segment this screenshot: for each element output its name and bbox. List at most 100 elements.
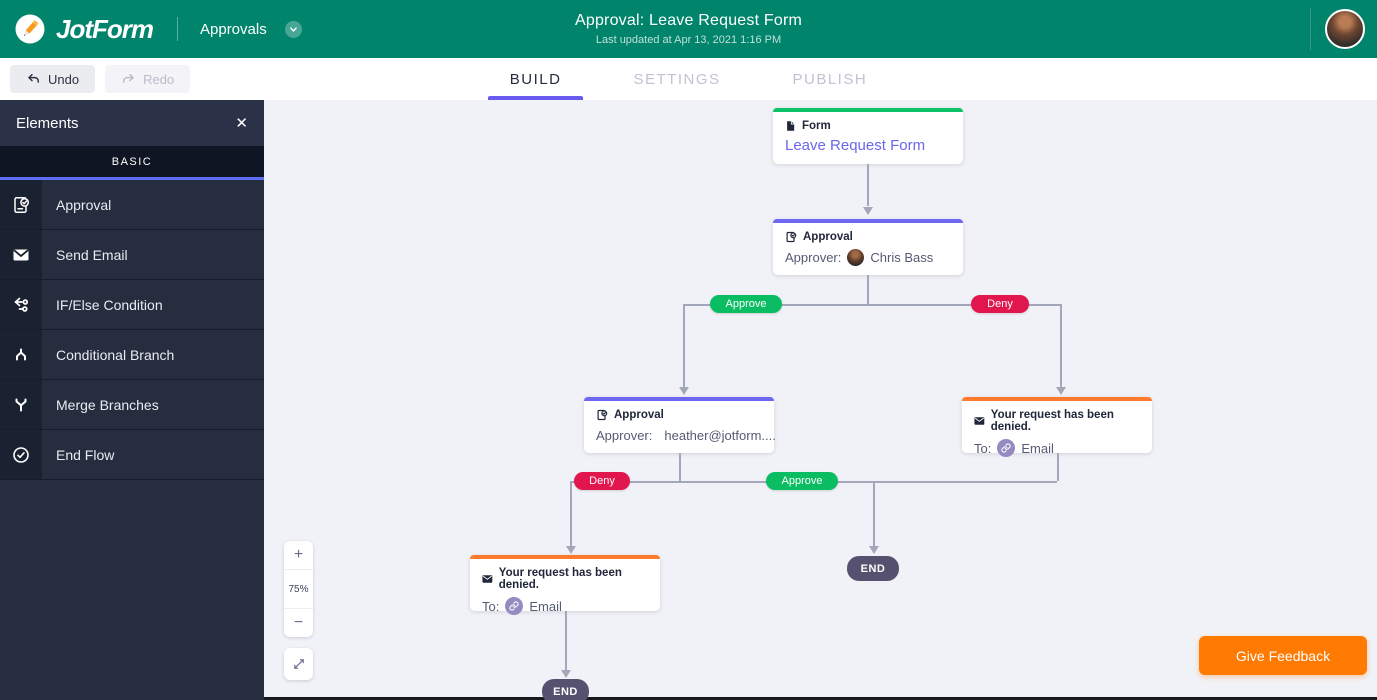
brand-name[interactable]: JotForm — [56, 13, 154, 44]
connector-line — [1060, 304, 1062, 388]
sidebar-item-approval[interactable]: Approval — [0, 180, 264, 230]
node-type-label: Approval — [803, 231, 853, 243]
fit-screen-button[interactable] — [284, 648, 313, 680]
undo-label: Undo — [48, 71, 80, 87]
to-field-label: To: — [482, 598, 500, 614]
approval-icon — [14, 196, 30, 213]
user-avatar[interactable] — [1325, 9, 1365, 49]
approval-node-2[interactable]: Approval Approver: heather@jotform.... — [584, 397, 776, 453]
flow-canvas[interactable]: Approve Deny Deny Approve Form Leave Req… — [264, 100, 1377, 700]
connector-arrow — [679, 387, 689, 395]
connector-line — [867, 164, 869, 206]
sidebar-item-label: IF/Else Condition — [56, 296, 163, 313]
branch-pill-deny[interactable]: Deny — [971, 295, 1029, 313]
form-title-link[interactable]: Leave Request Form — [785, 137, 926, 154]
close-icon[interactable]: ✕ — [235, 114, 248, 132]
end-flow-icon — [13, 446, 29, 463]
form-node[interactable]: Form Leave Request Form — [773, 108, 963, 164]
to-value: Email — [1021, 440, 1054, 456]
zoom-in-button[interactable]: + — [293, 546, 304, 563]
approver-name: heather@jotform.... — [664, 428, 776, 443]
sidebar-item-end-flow[interactable]: End Flow — [0, 430, 264, 480]
end-node[interactable]: END — [542, 679, 589, 700]
sidebar-item-label: Merge Branches — [56, 396, 159, 413]
link-icon — [505, 597, 524, 615]
jotform-logo-icon[interactable] — [14, 13, 46, 45]
email-icon — [482, 575, 493, 583]
connector-line — [565, 611, 567, 671]
sidebar-item-label: End Flow — [56, 446, 115, 463]
window-bottom-edge — [264, 697, 1377, 700]
basic-section-header: BASIC — [0, 146, 264, 180]
email-subject: Your request has been denied. — [990, 409, 1114, 433]
connector-line — [570, 481, 572, 547]
give-feedback-button[interactable]: Give Feedback — [1199, 636, 1367, 675]
sidebar-item-merge-branches[interactable]: Merge Branches — [0, 380, 264, 430]
email-node-deny-bottom[interactable]: Your request has been denied. To: Email — [470, 555, 660, 615]
brand-divider — [177, 17, 178, 41]
approval-icon — [786, 231, 797, 243]
node-type-label: Form — [802, 120, 831, 132]
undo-button[interactable]: Undo — [10, 65, 96, 93]
zoom-level: 75% — [284, 569, 313, 609]
approver-field-label: Approver: — [785, 250, 842, 265]
merge-branches-icon — [15, 398, 27, 411]
end-node[interactable]: END — [847, 556, 899, 581]
send-email-icon — [13, 249, 29, 260]
expand-icon — [293, 659, 304, 669]
tab-settings[interactable]: SETTINGS — [633, 70, 721, 88]
approver-avatar — [847, 249, 865, 266]
chevron-down-icon — [289, 26, 297, 32]
connector-arrow — [863, 207, 873, 215]
branch-pill-approve[interactable]: Approve — [766, 472, 838, 490]
sidebar-item-label: Approval — [56, 196, 112, 213]
link-icon — [997, 439, 1016, 457]
connector-line — [873, 481, 875, 547]
approval-node-1[interactable]: Approval Approver: Chris Bass — [773, 219, 963, 275]
form-icon — [787, 121, 795, 131]
to-value: Email — [529, 598, 562, 614]
email-node-deny-right[interactable]: Your request has been denied. To: Email — [962, 397, 1152, 457]
connector-line — [683, 304, 1060, 306]
sidebar-item-label: Conditional Branch — [56, 346, 175, 363]
sidebar-item-conditional-branch[interactable]: Conditional Branch — [0, 330, 264, 380]
sidebar-item-ifelse-condition[interactable]: IF/Else Condition — [0, 280, 264, 330]
email-subject: Your request has been denied. — [498, 567, 622, 591]
connector-line — [1057, 453, 1059, 481]
tab-publish[interactable]: PUBLISH — [792, 70, 868, 88]
connector-line — [867, 275, 869, 304]
email-icon — [974, 417, 985, 425]
toolbar: Undo Redo BUILD SETTINGS PUBLISH — [0, 58, 1377, 100]
node-type-label: Approval — [614, 409, 664, 421]
app-header: JotForm Approvals Approval: Leave Reques… — [0, 0, 1377, 58]
last-updated-text: Last updated at Apr 13, 2021 1:16 PM — [595, 34, 782, 46]
tab-build[interactable]: BUILD — [487, 58, 584, 100]
zoom-panel: + 75% − — [284, 541, 313, 637]
connector-line — [679, 453, 681, 481]
approval-icon — [597, 409, 608, 421]
branch-pill-approve[interactable]: Approve — [710, 295, 782, 313]
redo-label: Redo — [143, 71, 175, 87]
sidebar-item-label: Send Email — [56, 246, 128, 263]
page-title: Approval: Leave Request Form — [574, 12, 803, 29]
elements-panel-title: Elements — [16, 114, 79, 132]
connector-line — [683, 304, 685, 388]
header-separator — [1310, 8, 1311, 50]
product-switcher[interactable] — [284, 20, 302, 38]
approver-name: Chris Bass — [870, 250, 934, 265]
approver-field-label: Approver: — [596, 428, 653, 443]
sidebar-item-send-email[interactable]: Send Email — [0, 230, 264, 280]
branch-pill-deny[interactable]: Deny — [574, 472, 630, 490]
connector-arrow — [869, 546, 879, 554]
elements-panel: Elements ✕ BASIC Approval Send Email IF/… — [0, 100, 264, 700]
product-name[interactable]: Approvals — [200, 20, 267, 38]
connector-arrow — [566, 546, 576, 554]
connector-arrow — [1056, 387, 1066, 395]
conditional-branch-icon — [16, 348, 26, 360]
redo-icon — [123, 73, 134, 83]
to-field-label: To: — [974, 440, 992, 456]
redo-button[interactable]: Redo — [105, 65, 191, 93]
ifelse-condition-icon — [14, 297, 29, 312]
undo-icon — [28, 73, 39, 83]
zoom-out-button[interactable]: − — [293, 614, 304, 631]
